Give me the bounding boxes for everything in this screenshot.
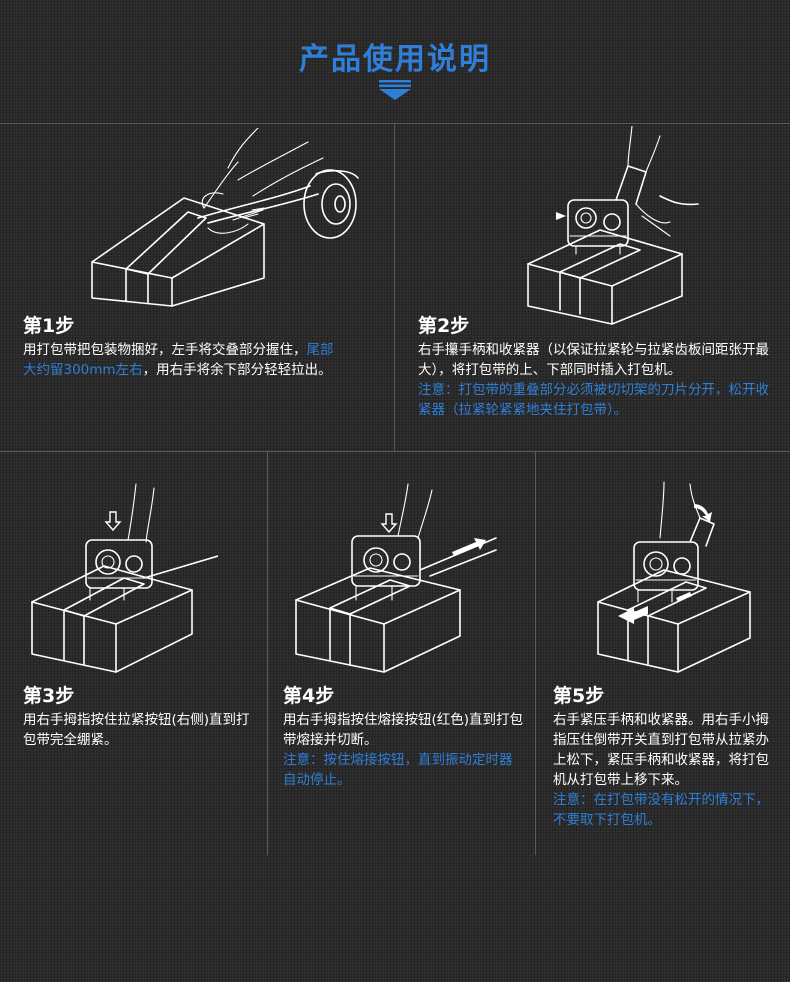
step5-title: 第5步	[553, 685, 605, 707]
step2-description: 右手攥手柄和收紧器（以保证拉紧轮与拉紧齿板间距张开最大），将打包带的上、下部同时…	[418, 340, 774, 420]
page-title: 产品使用说明	[299, 42, 491, 77]
divider-vertical-3	[535, 451, 536, 855]
step1-text-after: ，用右手将余下部分轻轻拉出。	[142, 362, 332, 378]
step4-description: 用右手拇指按住熔接按钮(红色)直到打包带熔接并切断。注意：按住熔接按钮，直到振动…	[283, 710, 525, 790]
step4-note: 注意：按住熔接按钮，直到振动定时器自动停止。	[283, 752, 513, 788]
step2-note: 注意：打包带的重叠部分必须被切切架的刀片分开，松开收紧器（拉紧轮紧紧地夹住打包带…	[418, 382, 769, 418]
chevron-down-icon	[379, 80, 411, 104]
step3-title: 第3步	[23, 685, 75, 707]
step4-text: 用右手拇指按住熔接按钮(红色)直到打包带熔接并切断。	[283, 712, 524, 748]
step3-illustration	[28, 478, 218, 678]
step5-description: 右手紧压手柄和收紧器。用右手小拇指压住倒带开关直到打包带从拉紧办上松下，紧压手柄…	[553, 710, 781, 830]
step1-description: 用打包带把包装物捆好，左手将交叠部分握住，尾部大约留300mm左右，用右手将余下…	[23, 340, 345, 380]
step2-text: 右手攥手柄和收紧器（以保证拉紧轮与拉紧齿板间距张开最大），将打包带的上、下部同时…	[418, 342, 769, 378]
divider-middle	[0, 451, 790, 452]
step3-description: 用右手拇指按住拉紧按钮(右侧)直到打包带完全绷紧。	[23, 710, 263, 750]
step1-text-before: 用打包带把包装物捆好，左手将交叠部分握住，	[23, 342, 307, 358]
step4-title: 第4步	[283, 685, 335, 707]
step1-title: 第1步	[23, 315, 75, 337]
divider-top	[0, 123, 790, 124]
divider-vertical-2	[267, 451, 268, 855]
step2-illustration	[520, 126, 700, 326]
step5-text: 右手紧压手柄和收紧器。用右手小拇指压住倒带开关直到打包带从拉紧办上松下，紧压手柄…	[553, 712, 769, 788]
step5-note: 注意：在打包带没有松开的情况下，不要取下打包机。	[553, 792, 769, 828]
step5-illustration	[594, 478, 764, 678]
step1-illustration	[88, 128, 378, 308]
step3-text: 用右手拇指按住拉紧按钮(右侧)直到打包带完全绷紧。	[23, 712, 250, 748]
divider-vertical-1	[394, 123, 395, 451]
step1-highlight: 尾部大约留300mm左右	[23, 342, 334, 378]
step2-title: 第2步	[418, 315, 470, 337]
step4-illustration	[290, 480, 500, 680]
